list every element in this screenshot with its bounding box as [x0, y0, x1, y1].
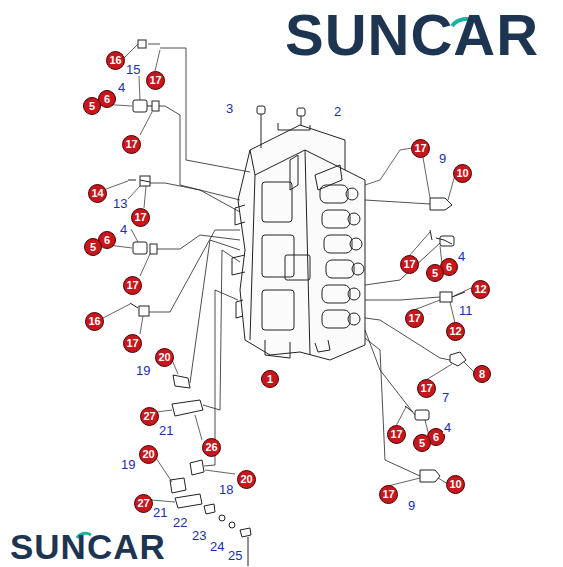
callout-circle: 17 — [400, 255, 419, 274]
callout-number: 17 — [125, 139, 137, 150]
part-number: 4 — [443, 421, 452, 434]
callout-number: 16 — [109, 55, 121, 66]
part-number: 21 — [152, 506, 168, 519]
callout-circle: 10 — [446, 475, 465, 494]
callout-number: 5 — [89, 101, 95, 112]
callout-number: 10 — [456, 168, 468, 179]
callout-number: 20 — [142, 449, 154, 460]
watermark: SUNCAR — [285, 6, 539, 64]
callout-circle: 5 — [84, 238, 102, 256]
callout-number: 17 — [134, 212, 146, 223]
callout-number: 5 — [432, 268, 438, 279]
part-number: 23 — [191, 529, 207, 542]
part-number: 15 — [125, 63, 141, 76]
part-number: 11 — [458, 304, 474, 317]
callout-number: 17 — [382, 489, 394, 500]
part-number: 24 — [209, 540, 225, 553]
callout-number: 12 — [474, 284, 486, 295]
callout-number: 6 — [446, 262, 452, 273]
callout-circle: 26 — [202, 438, 221, 457]
callout-number: 6 — [104, 235, 110, 246]
part-number: 4 — [119, 223, 128, 236]
callout-number: 17 — [403, 259, 415, 270]
callout-circle: 12 — [471, 280, 490, 299]
callout-number: 5 — [90, 242, 96, 253]
callout-circle: 17 — [387, 425, 406, 444]
callout-number: 14 — [91, 188, 103, 199]
callout-number: 20 — [240, 474, 252, 485]
part-number: 9 — [438, 152, 447, 165]
callout-circle: 17 — [146, 71, 165, 90]
callout-number: 17 — [420, 383, 432, 394]
callout-number: 17 — [126, 338, 138, 349]
callout-circle: 27 — [140, 407, 159, 426]
callout-circle: 14 — [88, 184, 107, 203]
callout-number: 17 — [414, 143, 426, 154]
callout-circle: 20 — [237, 470, 256, 489]
callout-circle: 8 — [473, 365, 491, 383]
callout-circle: 17 — [122, 135, 141, 154]
callout-number: 12 — [449, 326, 461, 337]
callout-number: 17 — [149, 75, 161, 86]
callout-number: 17 — [390, 429, 402, 440]
callout-number: 6 — [104, 94, 110, 105]
part-number: 22 — [172, 516, 188, 529]
part-number: 19 — [135, 364, 151, 377]
callout-number: 20 — [158, 352, 170, 363]
part-number: 2 — [333, 105, 342, 118]
callout-number: 17 — [408, 313, 420, 324]
callout-circle: 17 — [411, 139, 430, 158]
callout-circle: 20 — [139, 445, 158, 464]
callout-circle: 20 — [155, 348, 174, 367]
callout-circle: 17 — [131, 208, 150, 227]
callout-number: 27 — [143, 411, 155, 422]
part-number: 25 — [227, 549, 243, 562]
callout-number: 10 — [449, 479, 461, 490]
watermark: SUNCAR — [10, 529, 166, 564]
callout-number: 16 — [88, 316, 100, 327]
callout-circle: 16 — [106, 51, 125, 70]
callout-circle: 1 — [261, 370, 279, 388]
callout-number: 5 — [419, 438, 425, 449]
callout-number: 26 — [205, 442, 217, 453]
callout-number: 17 — [126, 280, 138, 291]
callout-circle: 17 — [123, 334, 142, 353]
part-number: 7 — [441, 391, 450, 404]
part-number: 19 — [120, 458, 136, 471]
callout-circle: 5 — [413, 434, 431, 452]
part-number: 4 — [117, 81, 126, 94]
callout-circle: 12 — [446, 322, 465, 341]
callout-number: 1 — [267, 374, 273, 385]
part-number: 18 — [218, 483, 234, 496]
part-number: 4 — [457, 250, 466, 263]
callout-number: 8 — [479, 369, 485, 380]
callout-circle: 5 — [83, 97, 101, 115]
callout-circle: 10 — [453, 164, 472, 183]
callout-circle: 27 — [134, 494, 153, 513]
part-number: 13 — [112, 197, 128, 210]
callout-circle: 16 — [85, 312, 104, 331]
callout-circle: 17 — [417, 379, 436, 398]
part-number: 21 — [158, 424, 174, 437]
callout-number: 27 — [137, 498, 149, 509]
callout-circle: 17 — [405, 309, 424, 328]
callout-circle: 17 — [123, 276, 142, 295]
part-number: 9 — [407, 499, 416, 512]
callout-number: 6 — [433, 432, 439, 443]
part-number: 3 — [225, 102, 234, 115]
callout-circle: 5 — [426, 264, 444, 282]
callout-circle: 17 — [379, 485, 398, 504]
